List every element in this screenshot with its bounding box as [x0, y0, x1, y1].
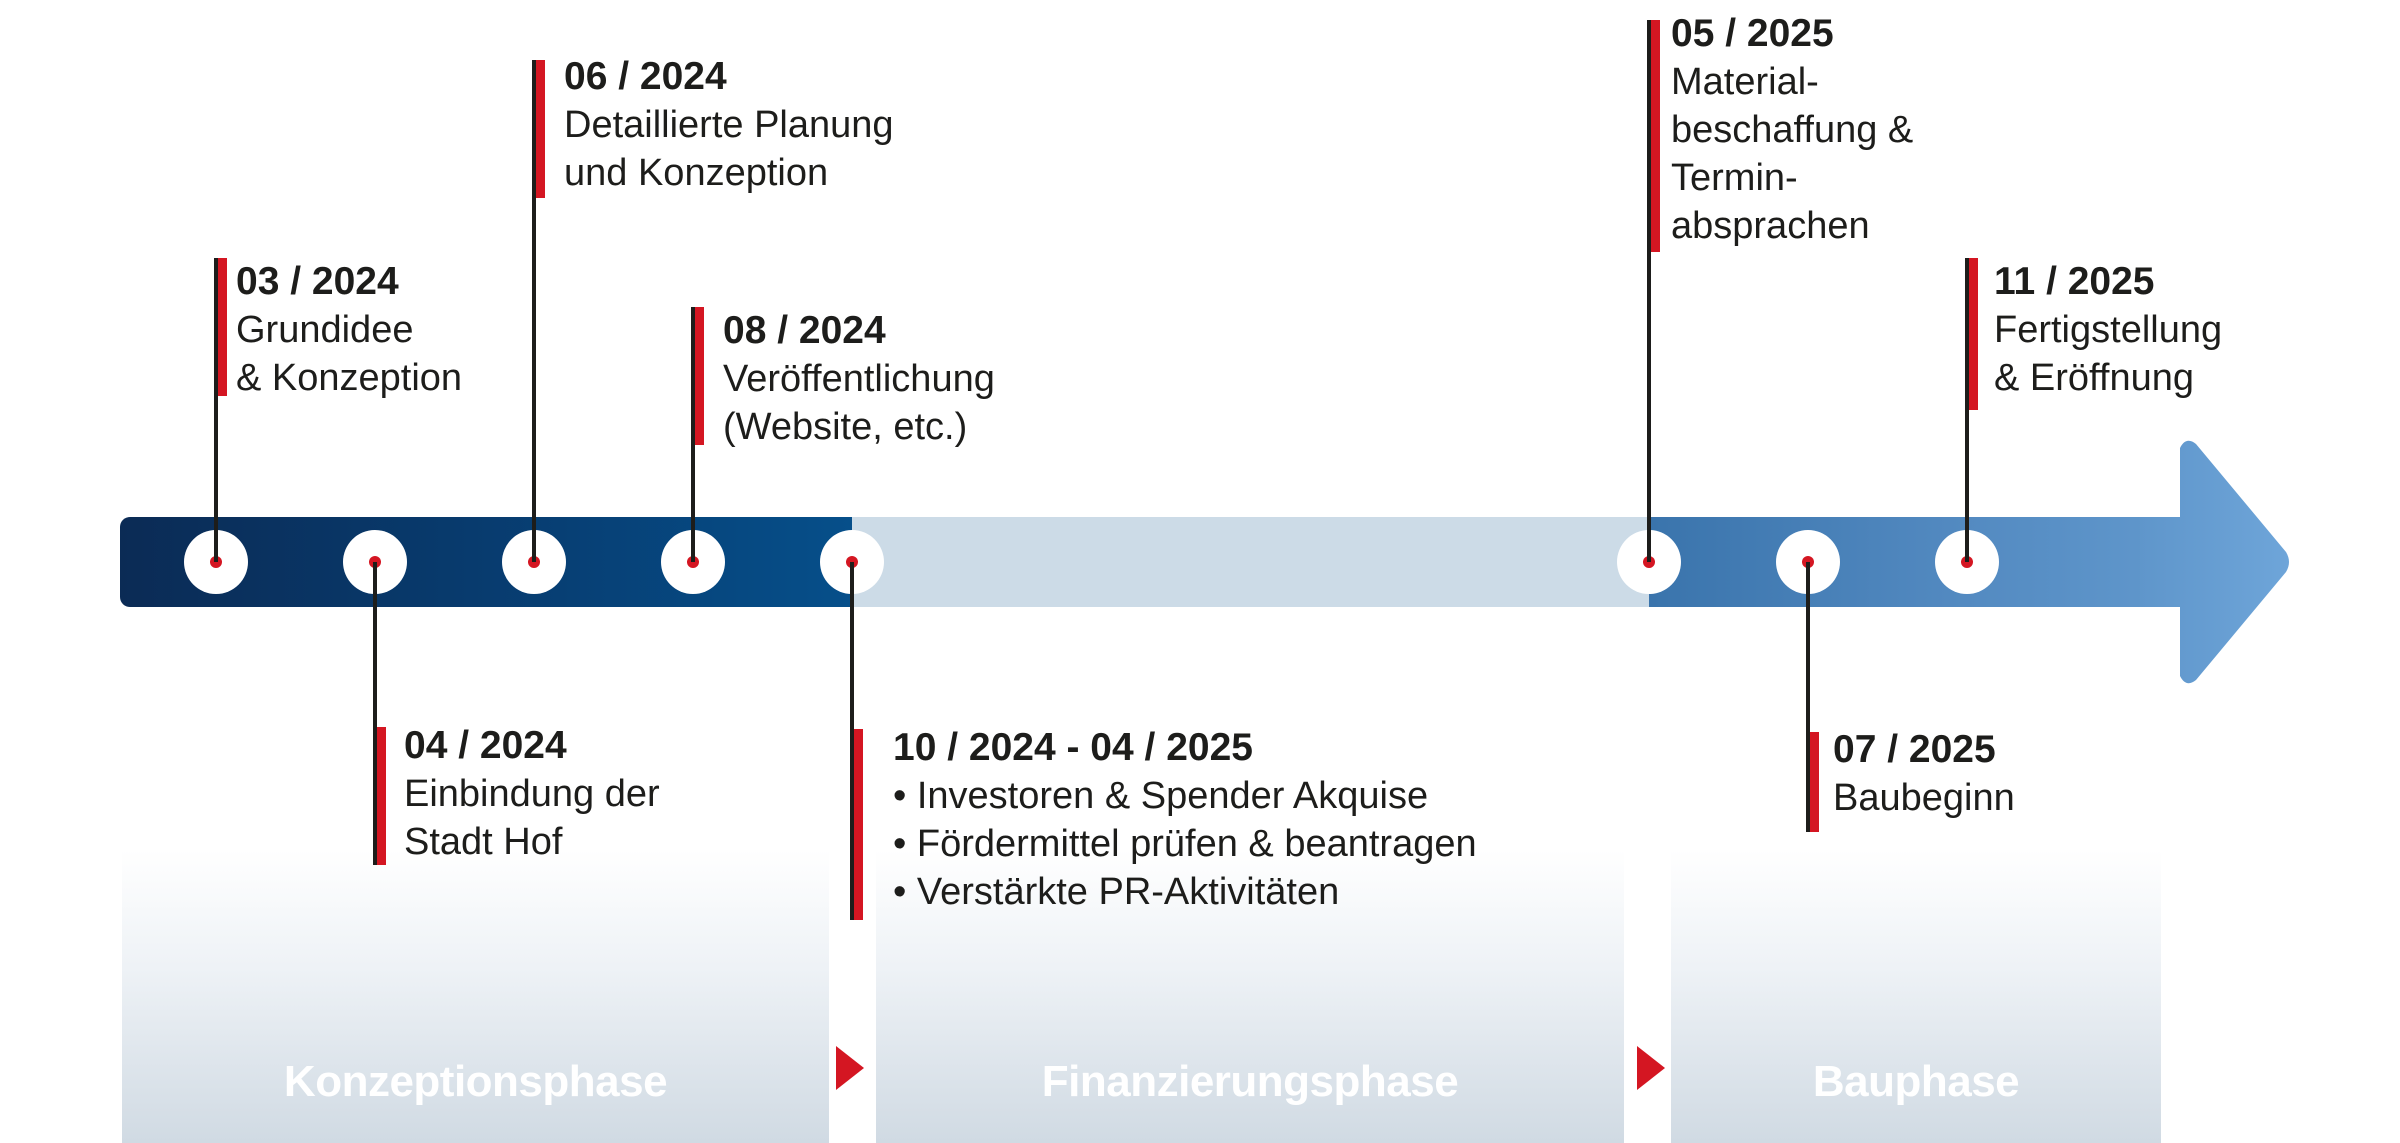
- node-dot: [210, 556, 222, 568]
- milestone-text: & Konzeption: [236, 357, 463, 399]
- milestone-text: Baubeginn: [1833, 777, 2015, 819]
- phase-label: Konzeptionsphase: [283, 1057, 668, 1106]
- milestone-text: Stadt Hof: [404, 821, 563, 863]
- milestone-label: 11 / 2025 Fertigstellung & Eröffnung: [1994, 258, 2222, 402]
- milestone-date: 03 / 2024: [236, 260, 399, 303]
- red-flag: [1651, 20, 1660, 252]
- milestone-bullet: • Fördermittel prüfen & beantragen: [893, 823, 1477, 865]
- stem: [691, 307, 695, 562]
- milestone-text: Veröffentlichung: [723, 358, 995, 400]
- milestone-label: 07 / 2025 Baubeginn: [1833, 726, 2015, 822]
- milestone-label: 10 / 2024 - 04 / 2025 • Investoren & Spe…: [893, 724, 1477, 916]
- stem: [1806, 562, 1810, 832]
- milestone-bullet: • Investoren & Spender Akquise: [893, 775, 1429, 817]
- stem: [1647, 20, 1651, 562]
- milestone-label: 03 / 2024 Grundidee & Konzeption: [236, 258, 462, 402]
- milestone-date: 08 / 2024: [723, 309, 886, 352]
- milestone-label: 06 / 2024 Detaillierte Planung und Konze…: [564, 53, 894, 197]
- milestone-text: (Website, etc.): [723, 406, 968, 448]
- milestone-label: 08 / 2024 Veröffentlichung (Website, etc…: [723, 307, 995, 451]
- node-dot: [1961, 556, 1973, 568]
- milestone-text: Material-: [1671, 61, 1819, 103]
- milestone-label: 05 / 2025 Material- beschaffung & Termin…: [1671, 10, 1913, 250]
- phase-label: Bauphase: [1812, 1057, 2020, 1106]
- milestone-date: 10 / 2024 - 04 / 2025: [893, 726, 1253, 769]
- red-flag: [218, 258, 227, 396]
- milestone-label: 04 / 2024 Einbindung der Stadt Hof: [404, 722, 660, 866]
- stem: [850, 562, 854, 920]
- red-flag: [695, 307, 704, 445]
- milestone-text: beschaffung &: [1671, 109, 1914, 151]
- milestone-date: 11 / 2025: [1994, 260, 2155, 303]
- milestone-date: 04 / 2024: [404, 724, 567, 767]
- milestone-date: 06 / 2024: [564, 55, 727, 98]
- milestone-date: 07 / 2025: [1833, 728, 1996, 771]
- timeline-bar-bau: [1649, 517, 2149, 607]
- node-dot: [687, 556, 699, 568]
- milestone-text: Einbindung der: [404, 773, 660, 815]
- milestone-bullet: • Verstärkte PR-Aktivitäten: [893, 871, 1340, 913]
- phase-box-bau: Bauphase: [1671, 850, 2161, 1143]
- node-dot: [1643, 556, 1655, 568]
- phase-box-konzeption: Konzeptionsphase: [122, 850, 829, 1143]
- milestone-text: Fertigstellung: [1994, 309, 2223, 351]
- phase-arrow-icon: [1637, 1046, 1665, 1090]
- stem: [214, 258, 218, 562]
- red-flag: [536, 60, 545, 198]
- phase-arrow-icon: [836, 1046, 864, 1090]
- red-flag: [377, 727, 386, 865]
- red-flag: [1969, 258, 1978, 410]
- red-flag: [854, 729, 863, 920]
- stem: [373, 562, 377, 865]
- phase-label: Finanzierungsphase: [1041, 1057, 1459, 1106]
- milestone-text: und Konzeption: [564, 152, 829, 194]
- milestone-text: Termin-: [1671, 157, 1798, 199]
- timeline-bar-finanzierung: [852, 517, 1649, 607]
- stem: [1965, 258, 1969, 562]
- node-dot: [528, 556, 540, 568]
- milestone-text: & Eröffnung: [1994, 357, 2195, 399]
- milestone-text: Grundidee: [236, 309, 414, 351]
- milestone-date: 05 / 2025: [1671, 12, 1834, 55]
- milestone-text: Detaillierte Planung: [564, 104, 894, 146]
- stem: [532, 60, 536, 562]
- red-flag: [1810, 732, 1819, 832]
- timeline-node: [1617, 530, 1681, 594]
- phase-box-finanzierung: Finanzierungsphase: [876, 850, 1624, 1143]
- milestone-text: absprachen: [1671, 205, 1870, 247]
